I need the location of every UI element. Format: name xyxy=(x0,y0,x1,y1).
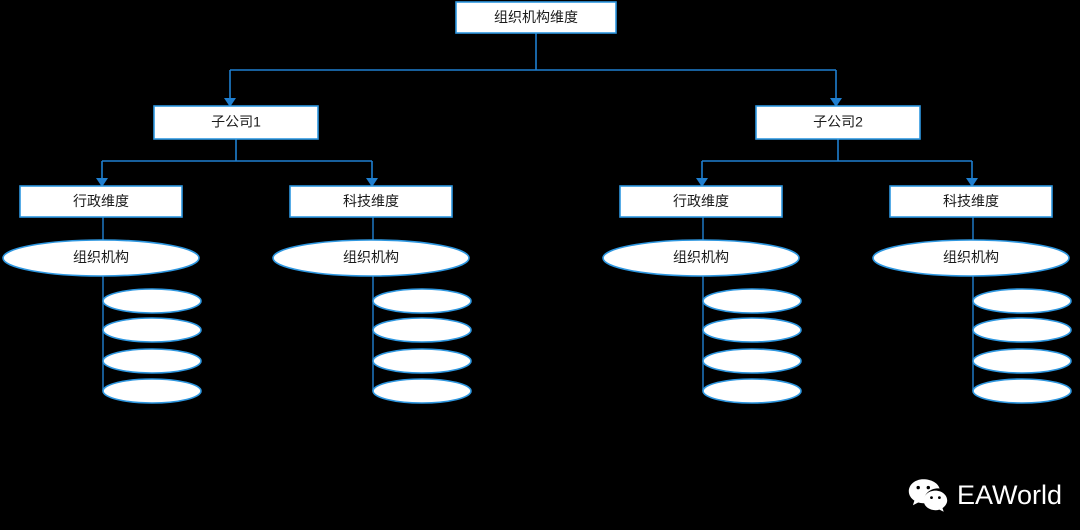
node-label: 行政维度 xyxy=(673,193,729,209)
arrow-head-tech-dim-1 xyxy=(366,178,378,187)
arrow-head-admin-dim-1 xyxy=(96,178,108,187)
leaf-ellipse-shape xyxy=(702,348,802,374)
wechat-icon xyxy=(908,479,948,512)
leaf-node[interactable] xyxy=(102,317,202,343)
leaf-ellipse-shape xyxy=(372,288,472,314)
arrow-head-admin-dim-2 xyxy=(696,178,708,187)
node-ellipse-shape xyxy=(272,239,470,277)
node-subsidiary-1[interactable]: 子公司1 xyxy=(153,105,319,140)
node-label: 组织机构 xyxy=(343,249,399,265)
node-ellipse-shape xyxy=(2,239,200,277)
watermark: EAWorld xyxy=(908,478,1062,512)
leaf-ellipse-shape xyxy=(102,378,202,404)
leaf-node[interactable] xyxy=(372,317,472,343)
leaf-ellipse-shape xyxy=(972,288,1072,314)
leaf-node[interactable] xyxy=(972,348,1072,374)
node-label: 组织机构维度 xyxy=(494,9,578,25)
leaf-ellipse-shape xyxy=(702,317,802,343)
node-subsidiary-2[interactable]: 子公司2 xyxy=(755,105,921,140)
node-label: 子公司1 xyxy=(211,114,261,130)
leaf-node[interactable] xyxy=(372,288,472,314)
leaf-node[interactable] xyxy=(702,348,802,374)
node-box-shape xyxy=(755,105,921,140)
leaf-ellipse-shape xyxy=(372,378,472,404)
leaf-ellipse-shape xyxy=(972,378,1072,404)
leaf-node[interactable] xyxy=(102,378,202,404)
connector-subsidiary2-to-dimensions xyxy=(696,139,978,187)
leaf-node[interactable] xyxy=(102,288,202,314)
leaf-ellipse-shape xyxy=(972,348,1072,374)
node-box-shape xyxy=(455,1,617,34)
subsidiary-nodes: 子公司1 子公司2 xyxy=(153,105,921,140)
node-organization-1[interactable]: 组织机构 xyxy=(2,239,200,277)
node-box-shape xyxy=(289,185,453,218)
leaf-node[interactable] xyxy=(972,378,1072,404)
node-admin-dimension-1[interactable]: 行政维度 xyxy=(19,185,183,218)
node-tech-dimension-2[interactable]: 科技维度 xyxy=(889,185,1053,218)
arrow-head-tech-dim-2 xyxy=(966,178,978,187)
node-label: 组织机构 xyxy=(73,249,129,265)
dimension-nodes: 行政维度 科技维度 行政维度 科技维度 xyxy=(19,185,1053,218)
leaf-ellipse-shape xyxy=(372,348,472,374)
leaf-node[interactable] xyxy=(372,348,472,374)
node-root-org-dimension[interactable]: 组织机构维度 xyxy=(455,1,617,34)
node-box-shape xyxy=(619,185,783,218)
node-organization-2[interactable]: 组织机构 xyxy=(272,239,470,277)
node-box-shape xyxy=(889,185,1053,218)
leaf-node[interactable] xyxy=(972,288,1072,314)
organization-nodes: 组织机构 组织机构 组织机构 组织机构 xyxy=(2,239,1070,277)
node-label: 子公司2 xyxy=(813,114,863,130)
leaf-node[interactable] xyxy=(702,378,802,404)
node-organization-4[interactable]: 组织机构 xyxy=(872,239,1070,277)
node-label: 组织机构 xyxy=(673,249,729,265)
leaf-node[interactable] xyxy=(102,348,202,374)
leaf-ellipse-shape xyxy=(372,317,472,343)
node-label: 科技维度 xyxy=(343,193,399,209)
node-box-shape xyxy=(153,105,319,140)
node-box-shape xyxy=(19,185,183,218)
leaf-ellipse-shape xyxy=(102,348,202,374)
leaf-node[interactable] xyxy=(972,317,1072,343)
connector-root-to-subsidiaries xyxy=(224,33,842,107)
node-label: 行政维度 xyxy=(73,193,129,209)
node-label: 组织机构 xyxy=(943,249,999,265)
leaf-ellipse-shape xyxy=(702,378,802,404)
node-label: 科技维度 xyxy=(943,193,999,209)
watermark-label: EAWorld xyxy=(956,479,1062,510)
connector-leaf-stubs xyxy=(103,300,975,392)
node-organization-3[interactable]: 组织机构 xyxy=(602,239,800,277)
leaf-nodes xyxy=(102,288,1072,404)
connector-spines xyxy=(102,217,974,391)
node-ellipse-shape xyxy=(872,239,1070,277)
leaf-node[interactable] xyxy=(372,378,472,404)
leaf-ellipse-shape xyxy=(102,317,202,343)
leaf-node[interactable] xyxy=(702,288,802,314)
node-tech-dimension-1[interactable]: 科技维度 xyxy=(289,185,453,218)
leaf-ellipse-shape xyxy=(702,288,802,314)
node-admin-dimension-2[interactable]: 行政维度 xyxy=(619,185,783,218)
leaf-ellipse-shape xyxy=(972,317,1072,343)
leaf-node[interactable] xyxy=(702,317,802,343)
connector-subsidiary1-to-dimensions xyxy=(96,139,378,187)
arrow-head-subsidiary-2 xyxy=(830,98,842,107)
leaf-ellipse-shape xyxy=(102,288,202,314)
arrow-head-subsidiary-1 xyxy=(224,98,236,107)
node-ellipse-shape xyxy=(602,239,800,277)
